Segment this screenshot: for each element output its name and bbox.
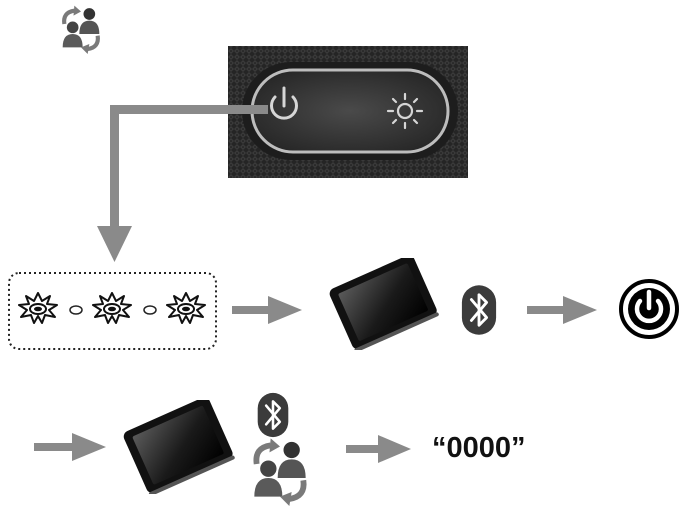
tablet-icon <box>121 400 236 494</box>
light-button[interactable] <box>386 92 424 130</box>
power-button[interactable] <box>270 86 298 120</box>
led-blink-box <box>8 272 217 350</box>
connector-arrow <box>97 105 268 262</box>
pin-code: “0000” <box>432 432 526 464</box>
arrow-right <box>346 435 411 463</box>
tablet-icon <box>327 258 440 350</box>
arrow-right <box>527 296 597 324</box>
power-icon <box>270 95 298 120</box>
device-control-panel <box>228 46 468 178</box>
arrow-right <box>232 296 302 324</box>
power-on-icon <box>619 279 679 339</box>
pairing-users-icon <box>254 438 305 506</box>
bluetooth-icon <box>460 283 498 337</box>
pairing-users-icon <box>63 6 100 54</box>
light-icon <box>386 92 424 130</box>
bluetooth-icon <box>256 391 290 439</box>
arrow-right <box>34 433 106 461</box>
